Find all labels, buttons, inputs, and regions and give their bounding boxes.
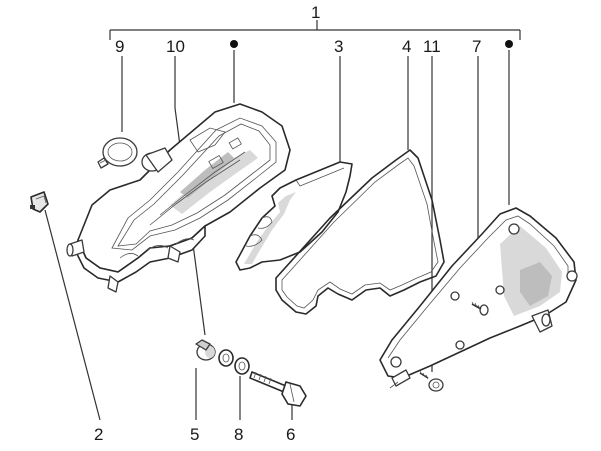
reference-dot-left <box>230 40 238 48</box>
filter-cover <box>379 207 578 389</box>
label-2: 2 <box>94 425 103 444</box>
reference-dot-right <box>505 40 513 48</box>
label-6: 6 <box>286 425 295 444</box>
label-3: 3 <box>334 37 343 56</box>
part-2-clip <box>30 191 49 213</box>
assembly-bracket <box>109 20 521 40</box>
label-5: 5 <box>190 425 199 444</box>
part-11-screw <box>419 370 444 392</box>
label-1: 1 <box>311 3 320 22</box>
label-10: 10 <box>166 37 185 56</box>
label-11: 11 <box>423 37 441 56</box>
part-7-screw <box>471 301 489 316</box>
part-4-gasket <box>275 149 445 315</box>
label-7: 7 <box>472 37 481 56</box>
part-10-grommet <box>195 339 216 361</box>
label-8: 8 <box>234 425 243 444</box>
label-4: 4 <box>402 37 411 56</box>
part-3-filter-element <box>235 161 353 271</box>
part-9-hose-clamp <box>97 137 138 169</box>
part-8-washer <box>234 357 250 375</box>
label-9: 9 <box>115 37 124 56</box>
filter-housing-base <box>66 103 291 293</box>
part-6-bolt <box>249 371 307 407</box>
part-5-washer <box>218 349 234 367</box>
